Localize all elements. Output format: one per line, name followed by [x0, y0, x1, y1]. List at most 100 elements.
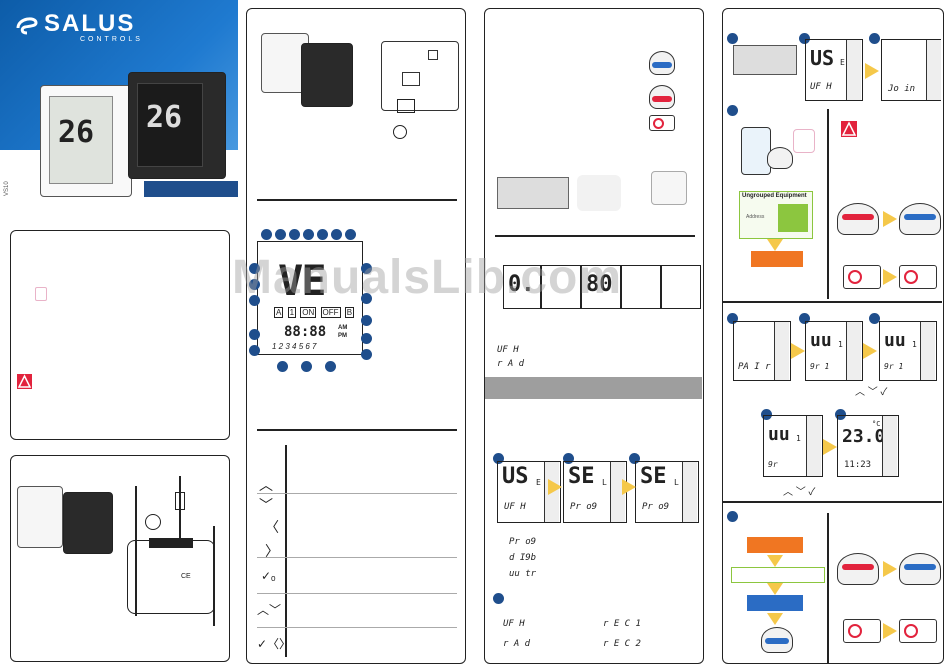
callout-dot [361, 293, 372, 304]
pair-screen-uu1-a: uu 1 9r 1 [805, 321, 863, 381]
updown-combo-icon: ︿ ﹀ ✓ [855, 387, 888, 398]
flow-arrow-down [767, 583, 783, 595]
uu1-b-sub: 9r 1 [884, 362, 904, 371]
section-band [485, 377, 702, 399]
flow-arrow-down [767, 239, 783, 251]
step-dot [727, 33, 738, 44]
mode-code-1: r A d [497, 359, 525, 369]
home-icon [428, 50, 438, 60]
flow-arrow [883, 623, 897, 639]
callout-dot [331, 229, 342, 240]
lcd-a: A [274, 307, 284, 318]
callout-dot [249, 263, 260, 274]
flow-arrow [548, 479, 562, 495]
callout-dot [275, 229, 286, 240]
thermostat-black-temp: 26 [146, 100, 183, 135]
callout-dot [261, 229, 272, 240]
confirm-arrows-combo-icon: ✓〈〉 [257, 637, 292, 651]
flow-arrow-down [767, 613, 783, 625]
callout-dot [249, 345, 260, 356]
callout-dot [345, 229, 356, 240]
right-button-icon: 〉 [265, 543, 279, 559]
callout-dot [249, 279, 260, 290]
confirm-button-icon: ✓ₒ [261, 569, 276, 583]
step-dot [727, 313, 738, 324]
callout-dot [361, 349, 372, 360]
controller-strip-image [733, 45, 797, 75]
callout-dot [277, 361, 288, 372]
updown-combo-icon: ︿﹀ [257, 603, 282, 617]
mode-screen-3: SE L Pr o9 [635, 461, 699, 523]
pair-screen-pair-text: PA I r [738, 362, 771, 372]
pair-screen-join-text: Jo in [888, 84, 916, 94]
pair-screen-final: 23.0 °C 11:23 [837, 415, 899, 477]
hub-red-press [837, 203, 879, 235]
final-time: 11:23 [844, 460, 872, 470]
pair-screen-pair: PA I r [733, 321, 791, 381]
bottom-left-0: UF H [503, 619, 525, 629]
load-symbol [145, 514, 161, 530]
pair-screen-1-main: US [810, 46, 835, 70]
mode-screen-1-main: US [502, 464, 529, 489]
left-button-icon: 〈 [265, 519, 279, 535]
smartphone-image [741, 127, 771, 175]
flow-arrow [791, 343, 805, 359]
hub-red-icon [649, 85, 675, 109]
flow-arrow [883, 561, 897, 577]
blue-step-box [747, 595, 803, 611]
uu1-a-sup: 1 [838, 340, 843, 349]
thermostat-white-temp: 26 [58, 115, 95, 150]
ce-mark: CE [181, 573, 191, 580]
mode-screen-3-sup: L [674, 478, 679, 487]
panel-3: 0. 80 UF H r A d US E UF H SE L Pr o9 SE… [484, 8, 704, 664]
pair-screen-1: US E UF H [805, 39, 863, 101]
mode-screen-1-sub: UF H [504, 502, 526, 512]
lcd-strip: 0. 80 [503, 265, 701, 309]
lcd-diagram: VE A 1 ON OFF B 88:88 AM PM 1 2 3 4 5 6 … [257, 241, 363, 355]
hub-red-press [837, 553, 879, 585]
step-2-dot [563, 453, 574, 464]
app-flow-a: Address [746, 214, 765, 220]
uu1-c-sub: 9r [768, 460, 778, 469]
backplate-wire [397, 99, 415, 113]
callout-dot [249, 329, 260, 340]
step-dot [799, 313, 810, 324]
divider [827, 109, 829, 299]
mode-screen-1-sup: E [536, 478, 541, 487]
wiring-box [127, 540, 215, 614]
step-3-dot [629, 453, 640, 464]
app-flow-box: Ungrouped Equipment Address [739, 191, 813, 239]
uu1-b-main: uu [884, 330, 906, 351]
callout-dot [303, 229, 314, 240]
flow-arrow [865, 63, 879, 79]
brand-name: SALUS [44, 10, 136, 37]
pair-screen-1-sub: UF H [810, 82, 832, 92]
step-dot [761, 409, 772, 420]
uu1-a-sub: 9r 1 [810, 362, 830, 371]
updown-combo-icon: ︿ ﹀ ✓ [783, 487, 816, 498]
mode-screen-3-sub: Pr o9 [642, 502, 670, 512]
lcd-time: 88:88 [284, 324, 327, 340]
step-dot [727, 105, 738, 116]
warning-icon [841, 121, 857, 137]
info-frame [10, 230, 230, 440]
wiring-frame-1: CE [10, 455, 230, 662]
final-unit: °C [872, 420, 881, 428]
orange-step-box [747, 537, 803, 553]
step-dot [799, 33, 810, 44]
thermostat-black: 26 [128, 72, 226, 179]
cover-banner [144, 181, 238, 197]
flow-arrow [863, 343, 877, 359]
orange-step-box [751, 251, 803, 267]
step-dot [727, 511, 738, 522]
uu1-c-main: uu [768, 424, 790, 445]
actuators-image [577, 175, 621, 211]
flow-arrow [883, 269, 897, 285]
divider [827, 513, 829, 663]
salus-logo: SALUS CONTROLS [14, 10, 174, 44]
app-icon [793, 129, 815, 153]
callout-dot [325, 361, 336, 372]
flow-arrow [622, 479, 636, 495]
reset-button [843, 265, 881, 289]
lcd-pm: PM [338, 333, 347, 339]
